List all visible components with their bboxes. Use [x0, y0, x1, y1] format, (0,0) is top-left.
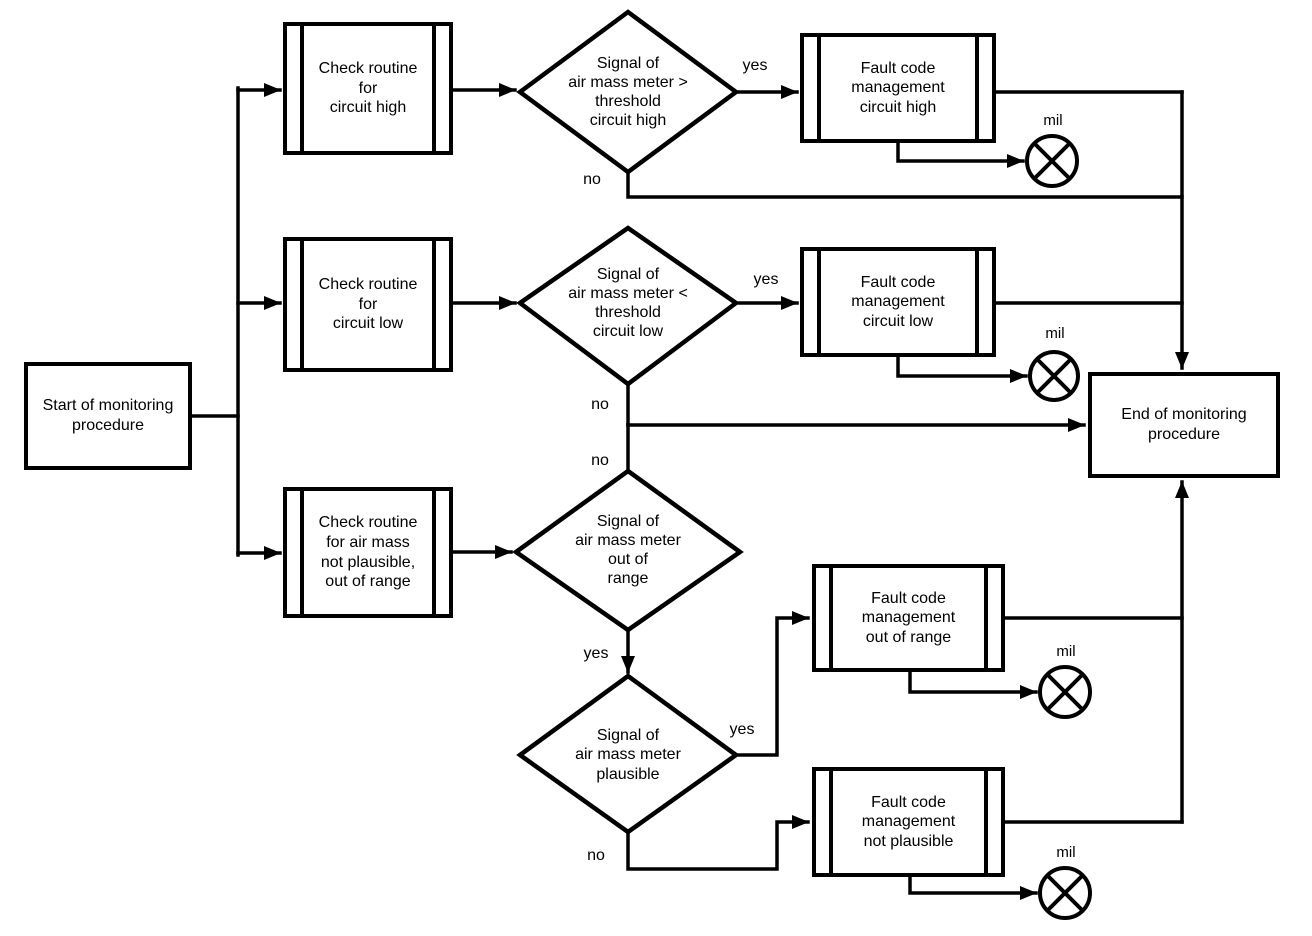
check-routine-circuit-high-node: Check routine for circuit high [283, 22, 453, 155]
check-routine-not-plausible-node: Check routine for air mass not plausible… [283, 487, 453, 618]
start-node-label: Start of monitoring procedure [42, 397, 174, 434]
edge-label-no-circuit-low: no [591, 396, 609, 413]
edge-label-yes-circuit-high: yes [742, 57, 768, 74]
decision-out-of-range-shape [512, 468, 744, 633]
mil-lamp-circuit-high-icon [1025, 134, 1079, 188]
edge-label-no-out-of-range: no [591, 452, 609, 469]
fault-code-circuit-high-node: Fault code management circuit high [800, 33, 996, 143]
fault-code-circuit-low-node: Fault code management circuit low [800, 247, 996, 357]
edge-fault-range-to-mil [908, 670, 1038, 699]
decision-out-of-range-label: Signal of air mass meter out of range [575, 512, 681, 588]
mil-lamp-not-plausible-icon [1038, 866, 1092, 920]
start-node: Start of monitoring procedure [24, 362, 192, 470]
decision-circuit-high-label: Signal of air mass meter > threshold cir… [568, 54, 688, 130]
check-routine-circuit-low-label: Check routine for circuit low [318, 276, 418, 333]
decision-plausible-label: Signal of air mass meter plausible [575, 727, 681, 783]
check-routine-not-plausible-label: Check routine for air mass not plausible… [318, 514, 418, 591]
edge-fault-low-to-mil [896, 355, 1028, 383]
mil-label-circuit-high: mil [1043, 112, 1063, 129]
end-node-label: End of monitoring procedure [1121, 406, 1247, 443]
decision-plausible-shape [516, 673, 740, 835]
mil-lamp-circuit-low-icon [1028, 350, 1080, 402]
fault-code-out-of-range-label: Fault code management out of range [861, 589, 956, 646]
fault-code-circuit-high-label: Fault code management circuit high [851, 59, 945, 116]
edge-label-no-circuit-high: no [583, 171, 601, 188]
edge-fault-high-to-mil [896, 141, 1025, 168]
decision-circuit-high-shape [516, 9, 740, 175]
check-routine-circuit-high-label: Check routine for circuit high [318, 60, 418, 117]
edge-fault-plaus-to-mil [908, 875, 1038, 900]
fault-code-not-plausible-node: Fault code management not plausible [812, 767, 1005, 877]
edge-label-yes-circuit-low: yes [753, 271, 779, 288]
decision-circuit-low-label: Signal of air mass meter < threshold cir… [568, 265, 688, 341]
mil-label-circuit-low: mil [1045, 325, 1065, 342]
mil-lamp-out-of-range-icon [1038, 665, 1092, 719]
check-routine-circuit-low-node: Check routine for circuit low [283, 237, 453, 372]
mil-label-out-of-range: mil [1056, 643, 1076, 660]
edge-label-yes-plausible: yes [729, 721, 755, 738]
edge-label-no-plausible: no [587, 847, 605, 864]
edge-dec-high-no [626, 170, 1184, 199]
decision-circuit-low-shape [516, 225, 740, 387]
fault-code-out-of-range-node: Fault code management out of range [812, 564, 1005, 672]
edge-dec-plaus-yes [734, 611, 810, 757]
fault-code-circuit-low-label: Fault code management circuit low [851, 273, 945, 330]
edge-dec-plaus-no [626, 815, 810, 871]
mil-label-not-plausible: mil [1056, 844, 1076, 861]
fault-code-not-plausible-label: Fault code management not plausible [861, 793, 956, 850]
edge-label-yes-out-of-range: yes [583, 645, 609, 662]
end-node: End of monitoring procedure [1088, 372, 1280, 478]
